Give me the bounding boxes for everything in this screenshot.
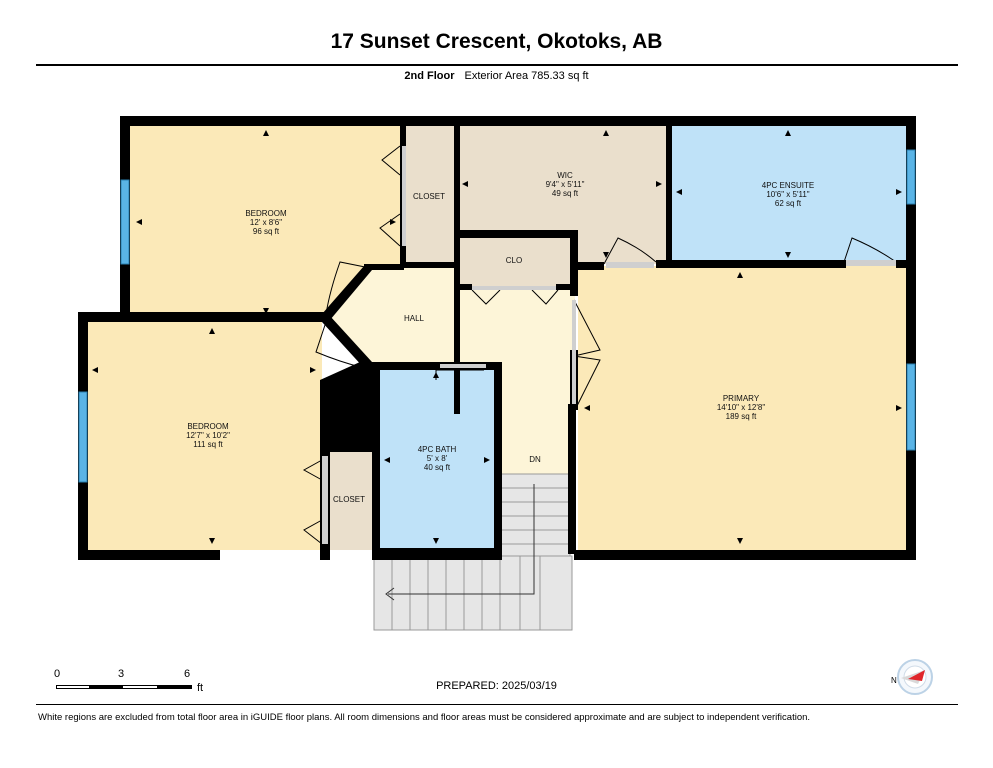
- footer-rule: [36, 704, 958, 705]
- door-swings: [302, 145, 897, 545]
- room-name-bedroom-top: BEDROOM: [245, 209, 287, 218]
- room-ensuite[interactable]: [670, 124, 908, 264]
- scale-bar: 0 3 6 ft: [52, 668, 212, 698]
- room-bedroom-bottom[interactable]: [86, 322, 322, 550]
- door-openings: [322, 146, 896, 544]
- floor-subtitle: 2nd Floor Exterior Area 785.33 sq ft: [0, 70, 993, 82]
- room-name-primary: PRIMARY: [723, 394, 760, 403]
- room-area-bedroom-top: 96 sq ft: [253, 227, 280, 236]
- room-area-bath: 40 sq ft: [424, 463, 451, 472]
- room-name-clo: CLO: [506, 256, 522, 265]
- room-area-ensuite: 62 sq ft: [775, 199, 802, 208]
- scale-tick-6: 6: [184, 668, 191, 680]
- room-dims-ensuite: 10'6" x 5'11": [766, 190, 809, 199]
- window-ensuite: [906, 149, 916, 205]
- compass-north-label: N: [891, 676, 897, 685]
- room-clo[interactable]: [458, 236, 572, 288]
- room-name-closet-top: CLOSET: [413, 192, 445, 201]
- room-area-bedroom-bottom: 111 sq ft: [193, 440, 223, 449]
- scale-bar-frame: [56, 685, 192, 689]
- dimension-arrows: [92, 130, 902, 544]
- window-bedroom-top: [120, 179, 130, 265]
- header-rule: [36, 64, 958, 66]
- footnote: White regions are excluded from total fl…: [38, 712, 811, 723]
- stairs[interactable]: [373, 473, 573, 631]
- page-title: 17 Sunset Crescent, Okotoks, AB: [330, 30, 663, 53]
- compass-icon: N: [888, 656, 938, 698]
- exterior-area: Exterior Area 785.33 sq ft: [464, 70, 589, 82]
- room-dims-bedroom-top: 12' x 8'6": [250, 218, 282, 227]
- room-dims-wic: 9'4" x 5'11": [546, 180, 585, 189]
- windows: [78, 149, 916, 483]
- prepared-date: PREPARED: 2025/03/19: [436, 680, 557, 692]
- room-name-bath: 4PC BATH: [418, 445, 457, 454]
- window-bedroom-bottom: [78, 391, 88, 483]
- room-primary[interactable]: [578, 266, 908, 550]
- floor-name: 2nd Floor: [404, 70, 455, 82]
- room-dims-bedroom-bottom: 12'7" x 10'2": [186, 431, 230, 440]
- stairs-label: DN: [529, 455, 541, 464]
- room-name-closet-bottom: CLOSET: [333, 495, 365, 504]
- room-closet-top[interactable]: [404, 124, 454, 266]
- room-name-wic: WIC: [557, 171, 573, 180]
- room-name-ensuite: 4PC ENSUITE: [762, 181, 814, 190]
- room-name-bedroom-bottom: BEDROOM: [187, 422, 229, 431]
- scale-bar-segment: [157, 686, 191, 688]
- room-area-primary: 189 sq ft: [726, 412, 757, 421]
- scale-bar-segment: [89, 686, 123, 688]
- room-closet-bottom[interactable]: [326, 452, 372, 550]
- scale-tick-0: 0: [54, 668, 61, 680]
- room-bath[interactable]: [378, 366, 496, 550]
- room-name-hall: HALL: [404, 314, 425, 323]
- room-area-wic: 49 sq ft: [552, 189, 579, 198]
- room-dims-bath: 5' x 8': [427, 454, 448, 463]
- room-dims-primary: 14'10" x 12'8": [717, 403, 765, 412]
- window-primary: [906, 363, 916, 451]
- scale-tick-3: 3: [118, 668, 125, 680]
- scale-unit: ft: [197, 682, 204, 694]
